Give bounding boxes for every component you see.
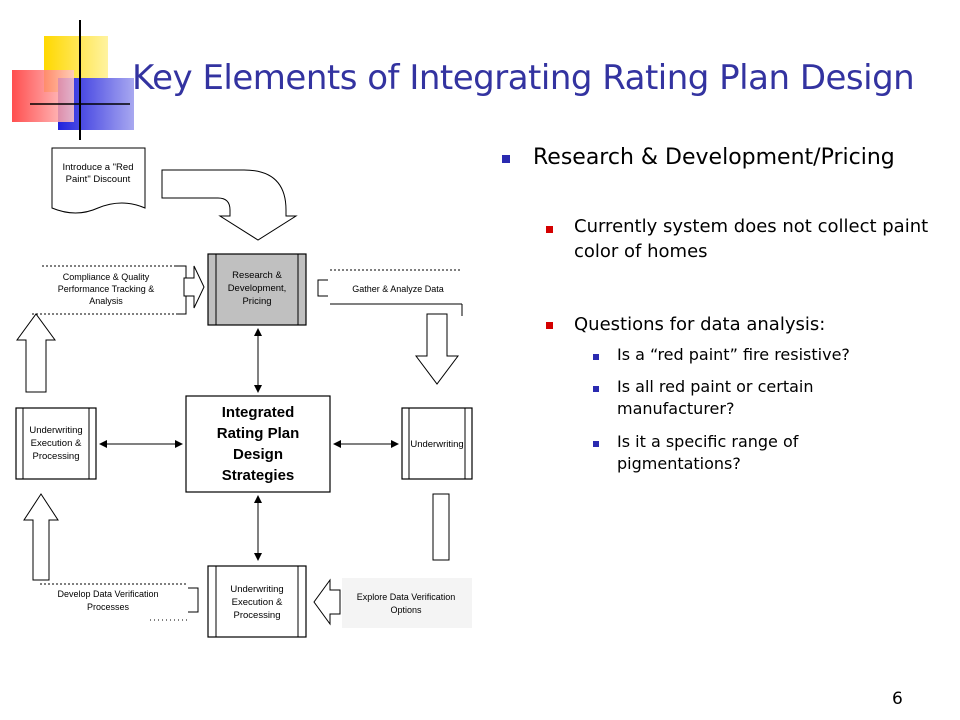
- bullet-marker-l2: [546, 322, 553, 329]
- right-underwriting-box: Underwriting: [401, 407, 473, 480]
- rd-label-1: Research &: [232, 270, 282, 281]
- center-label-4: Strategies: [222, 467, 295, 484]
- bullet-pigmentations: Is it a specific range of pigmentations?: [617, 432, 799, 473]
- bullet-marker-l2: [546, 226, 553, 233]
- bottom-box-label-1: Underwriting: [230, 584, 283, 595]
- bullet-research-development: Research & Development/Pricing: [533, 145, 895, 170]
- left-box-label-1: Underwriting: [29, 425, 82, 436]
- research-development-box: Research & Development, Pricing: [207, 253, 307, 326]
- bullet-marker-l3: [593, 386, 599, 392]
- rd-label-3: Pricing: [242, 296, 271, 307]
- bottom-underwriting-box: Underwriting Execution & Processing: [207, 565, 307, 638]
- bullet-manufacturer: Is all red paint or certain manufacturer…: [617, 377, 814, 418]
- doc-label-2: Paint" Discount: [66, 174, 131, 185]
- left-block-arrow-icon: [313, 578, 341, 626]
- decorative-corner-squares: [12, 20, 134, 140]
- up-block-arrow-lower-icon: [23, 493, 59, 581]
- center-label-3: Design: [233, 446, 283, 463]
- explore-label-2: Options: [390, 605, 422, 615]
- bullet-fire-resistive: Is a “red paint” fire resistive?: [617, 345, 850, 364]
- explore-annotation: Explore Data Verification Options: [342, 578, 472, 628]
- compliance-label-3: Analysis: [89, 296, 123, 306]
- down-block-arrow-lower-icon: [432, 493, 450, 561]
- develop-label-2: Processes: [87, 602, 130, 612]
- center-label-1: Integrated: [222, 404, 295, 421]
- develop-label-1: Develop Data Verification: [57, 589, 158, 599]
- gather-label: Gather & Analyze Data: [352, 284, 444, 294]
- doc-label-1: Introduce a "Red: [63, 162, 134, 173]
- gather-annotation: Gather & Analyze Data: [317, 269, 463, 316]
- bottom-box-label-2: Execution &: [232, 597, 283, 608]
- rd-label-2: Development,: [228, 283, 287, 294]
- develop-annotation: Develop Data Verification Processes: [40, 583, 199, 621]
- bullet-system-not-collect: Currently system does not collect paint …: [574, 216, 929, 262]
- bullet-marker-l3: [593, 354, 599, 360]
- compliance-label-2: Performance Tracking &: [58, 284, 155, 294]
- bullet-marker-l3: [593, 441, 599, 447]
- center-label-2: Rating Plan: [217, 425, 300, 442]
- bullet-questions: Questions for data analysis:: [574, 314, 826, 335]
- bent-arrow-icon: [161, 169, 298, 241]
- page-number: 6: [892, 689, 903, 709]
- left-box-label-2: Execution &: [31, 438, 82, 449]
- red-paint-discount-document: Introduce a "Red Paint" Discount: [51, 147, 146, 214]
- integrated-strategies-box: Integrated Rating Plan Design Strategies: [185, 395, 331, 493]
- rating-plan-diagram: Introduce a "Red Paint" Discount Researc…: [15, 147, 473, 638]
- left-underwriting-box: Underwriting Execution & Processing: [15, 407, 97, 480]
- up-block-arrow-icon: [16, 313, 56, 393]
- right-box-label: Underwriting: [410, 439, 463, 450]
- left-box-label-3: Processing: [33, 451, 80, 462]
- bullet-marker-l1: [502, 155, 510, 163]
- right-block-arrow-icon: [183, 265, 205, 309]
- bottom-box-label-3: Processing: [234, 610, 281, 621]
- explore-label-1: Explore Data Verification: [357, 592, 456, 602]
- compliance-label-1: Compliance & Quality: [63, 272, 150, 282]
- compliance-annotation: Compliance & Quality Performance Trackin…: [32, 265, 187, 315]
- slide-title: Key Elements of Integrating Rating Plan …: [132, 58, 915, 98]
- down-block-arrow-icon: [415, 313, 459, 385]
